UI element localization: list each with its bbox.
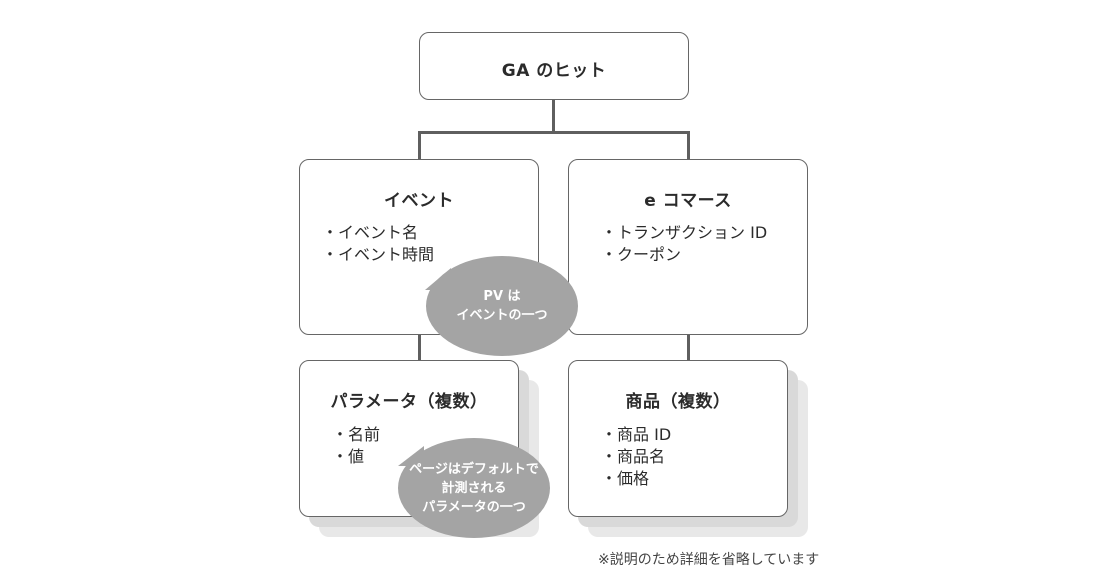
ecommerce-item-list: トランザクション ID クーポン [601,222,767,266]
event-node: イベント イベント名 イベント時間 [299,159,539,335]
products-node: 商品（複数） 商品 ID 商品名 価格 [568,360,788,517]
bubble-pv-callout: PV は イベントの一つ [426,256,578,356]
ecommerce-title: e コマース [644,191,732,211]
connector-ecommerce-products [687,334,690,361]
list-item: 商品名 [601,446,671,468]
connector-root-down [552,99,555,133]
products-title: 商品（複数） [625,392,731,412]
list-item: 値 [332,446,380,468]
bubble-pageview-line: ページはデフォルトで [409,461,539,477]
connector-to-event [418,131,421,160]
list-item: 商品 ID [601,424,671,446]
event-item-list: イベント名 イベント時間 [322,222,434,266]
connector-horizontal [418,131,690,134]
list-item: イベント名 [322,222,434,244]
ecommerce-node: e コマース トランザクション ID クーポン [568,159,808,335]
connector-event-params [418,334,421,361]
list-item: トランザクション ID [601,222,767,244]
params-title: パラメータ（複数） [330,392,488,412]
list-item: 名前 [332,424,380,446]
products-item-list: 商品 ID 商品名 価格 [601,424,671,490]
bubble-pageview-callout: ページはデフォルトで 計測される パラメータの一つ [398,438,550,538]
bubble-pv-line: PV は [483,289,521,304]
list-item: 価格 [601,468,671,490]
root-title: GA のヒット [501,61,607,81]
bubble-pageview-line: パラメータの一つ [422,499,526,515]
root-node-ga-hit: GA のヒット [419,32,689,100]
connector-to-ecommerce [687,131,690,160]
list-item: クーポン [601,244,767,266]
event-title: イベント [384,191,454,211]
footnote: ※説明のため詳細を省略しています [598,552,820,568]
list-item: イベント時間 [322,244,434,266]
bubble-pageview-line: 計測される [441,480,507,496]
bubble-pv-line: イベントの一つ [456,308,548,323]
params-item-list: 名前 値 [332,424,380,468]
